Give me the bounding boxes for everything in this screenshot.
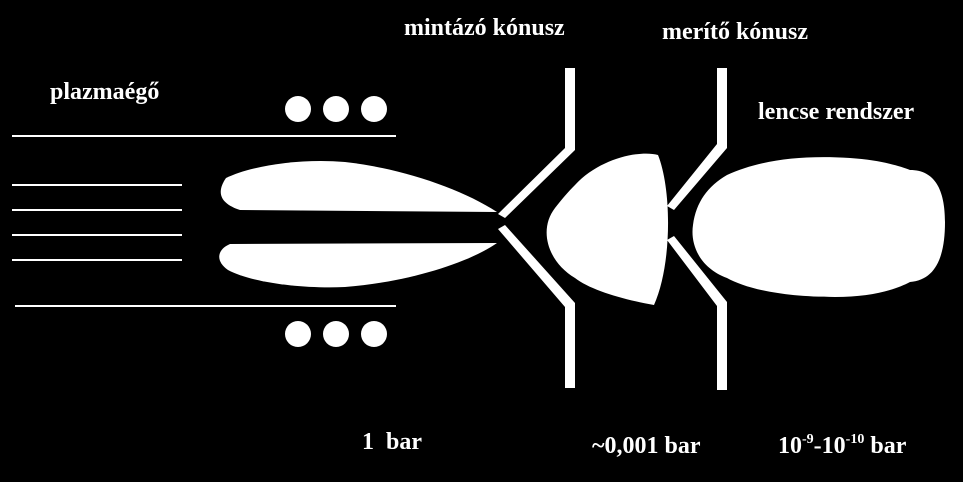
sampler-cone-label: mintázó kónusz xyxy=(404,15,565,41)
coil-bottom-2 xyxy=(323,321,349,347)
coil-top-1 xyxy=(285,96,311,122)
coil-top-3 xyxy=(361,96,387,122)
skimmer-cone-lower xyxy=(667,236,727,390)
pressure-exponent-1: -9 xyxy=(802,432,814,447)
pressure-base-1: 10 xyxy=(778,433,802,459)
expansion-plume xyxy=(546,153,669,305)
ion-beam-lens-region xyxy=(692,157,945,297)
skimmer-cone-label: merítő kónusz xyxy=(662,19,808,45)
pressure-unit: bar xyxy=(864,433,907,459)
sampler-cone-lower xyxy=(498,225,575,388)
sampler-cone-upper xyxy=(498,68,575,218)
pressure-interface-label: ~0,001 bar xyxy=(592,433,701,459)
coil-bottom-3 xyxy=(361,321,387,347)
pressure-torch-label: 1 bar xyxy=(362,429,422,455)
coil-top-2 xyxy=(323,96,349,122)
lens-system-label: lencse rendszer xyxy=(758,99,915,125)
pressure-separator: -10 xyxy=(813,433,846,459)
pressure-exponent-2: -10 xyxy=(845,432,865,447)
coil-bottom-1 xyxy=(285,321,311,347)
plasma-lobe-lower xyxy=(219,243,497,288)
skimmer-cone-upper xyxy=(667,68,727,210)
pressure-high-vacuum-label: 10-9-10-10 bar xyxy=(778,432,906,460)
plasma-torch-label: plazmaégő xyxy=(50,79,160,105)
plasma-lobe-upper xyxy=(220,160,497,212)
